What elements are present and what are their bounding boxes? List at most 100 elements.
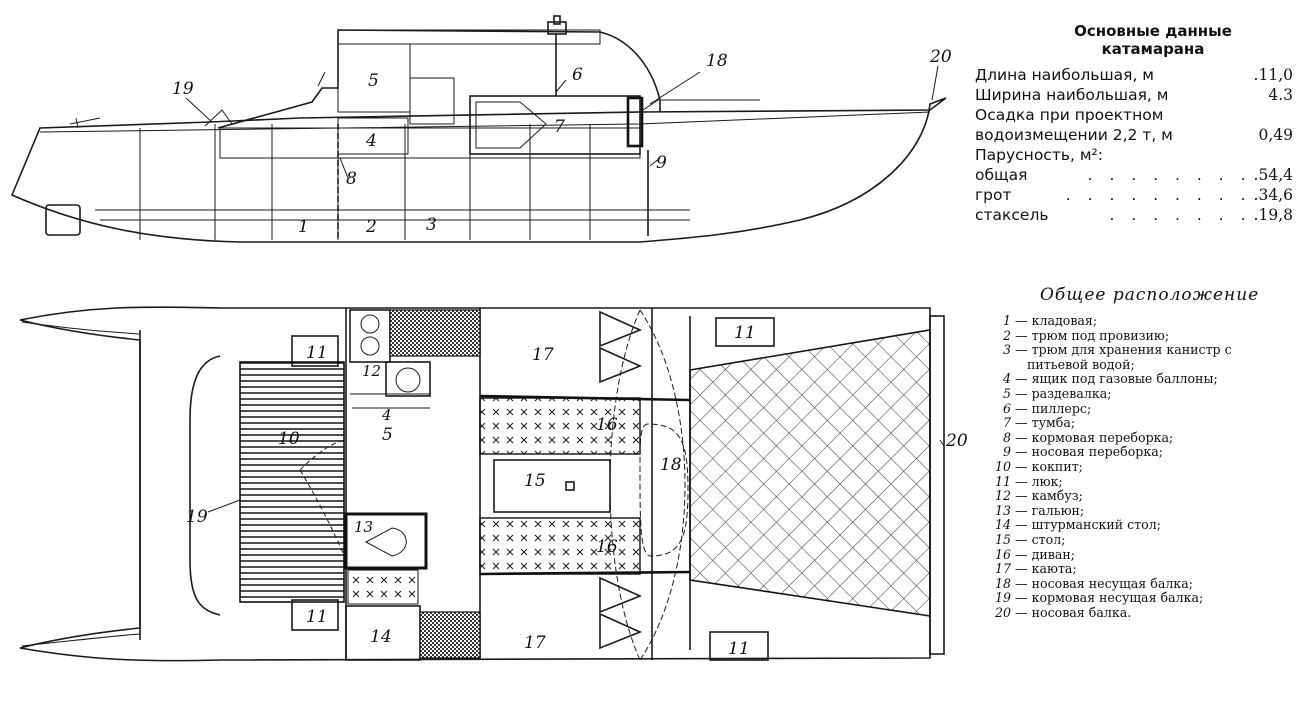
legend-item-number: 15	[994, 531, 1011, 547]
spec-sail-label: Парусность, м²:	[975, 146, 1103, 164]
plan-callout-11d: 11	[728, 639, 750, 659]
plan-callout-18: 18	[660, 455, 682, 475]
legend-item-number: 2	[1002, 327, 1011, 343]
legend-item-number: 19	[994, 590, 1011, 606]
plan-trampoline	[689, 329, 931, 617]
plan-hull-outline	[19, 306, 931, 662]
legend-item-number: 12	[994, 488, 1011, 504]
legend-item-number: 5	[1002, 385, 1011, 401]
legend-item-number: 13	[994, 502, 1011, 518]
spec-draft: водоизмещении 2,2 т, м 0,49	[975, 125, 1293, 145]
legend-item-number: 4	[1002, 371, 1011, 387]
legend-item: 13 — гальюн;	[994, 502, 1295, 519]
spec-draft-value: 0,49	[1258, 126, 1293, 144]
side-cabin-top-frame	[337, 29, 601, 45]
legend-item-text: — штурманский стол;	[1011, 517, 1162, 533]
legend-item-text: — люк;	[1011, 473, 1063, 489]
specs-title: Основные данные катамарана	[1013, 22, 1293, 58]
legend-item-number: 20	[994, 604, 1011, 620]
side-stern-rail	[69, 117, 101, 129]
spec-width: Ширина наибольшая, м 4.3	[975, 85, 1293, 105]
plan-toilet	[364, 527, 407, 557]
plan-galley-sink	[385, 361, 431, 397]
spec-jib-value: .19,8	[1253, 206, 1293, 224]
side-hull-outline	[10, 97, 947, 243]
plan-cockpit-10	[239, 361, 345, 603]
plan-hatch-11-fwd-bottom	[709, 631, 769, 661]
plan-callout-11b: 11	[306, 607, 328, 627]
legend-item-text: — ящик под газовые баллоны;	[1011, 371, 1218, 387]
legend-item-number: 6	[1002, 400, 1011, 416]
plan-port-hull-line	[21, 321, 141, 647]
plan-hatch-11-aft-top	[291, 335, 339, 367]
legend-item-text: — кокпит;	[1011, 458, 1083, 474]
plan-callout-14: 14	[370, 627, 392, 647]
spec-sail-jib: стаксель . . . . . . . .19,8	[975, 206, 1293, 224]
legend-item-text: — трюм под провизию;	[1011, 327, 1170, 343]
legend-item: 5 — раздевалка;	[995, 385, 1295, 402]
side-callout-7: 7	[554, 117, 565, 137]
plan-hatch-11-aft-bottom	[291, 599, 339, 631]
plan-callout-12: 12	[362, 362, 381, 380]
side-callout-2: 2	[365, 217, 377, 237]
plan-callout-10: 10	[278, 429, 300, 449]
side-callout-8: 8	[346, 169, 357, 189]
legend-item: 9 — носовая переборка;	[995, 445, 1295, 460]
legend-item-text: — диван;	[1011, 546, 1075, 562]
spec-main-value: .34,6	[1253, 186, 1293, 204]
plan-table-mast	[565, 481, 575, 491]
plan-callout-16a: 16	[596, 415, 618, 435]
plan-beam-18	[639, 423, 689, 557]
legend-item-number: 9	[1002, 444, 1011, 460]
plan-table-15	[493, 459, 611, 513]
legend-item-text: — камбуз;	[1011, 488, 1083, 504]
legend-item: 12 — камбуз;	[994, 488, 1295, 504]
side-mast-cap	[553, 15, 561, 25]
side-bow-rail	[639, 99, 760, 113]
plan-sink-basin	[395, 367, 421, 393]
spec-draft-label-2: водоизмещении 2,2 т, м	[975, 126, 1173, 144]
plan-cabin-outline	[345, 308, 691, 660]
plan-callout-17b: 17	[524, 633, 546, 653]
plan-callout-17a: 17	[532, 345, 554, 365]
plan-settee-16-top	[479, 397, 641, 455]
side-callout-19: 19	[172, 79, 194, 99]
plan-gas-box-4	[350, 393, 430, 409]
specs-title-line2: катамарана	[1101, 40, 1205, 58]
spec-total-value: .54,4	[1253, 166, 1293, 184]
legend-item-text: — гальюн;	[1011, 502, 1085, 518]
legend-item-number: 1	[1002, 313, 1011, 328]
plan-leader-lines	[207, 439, 945, 513]
legend-item-number: 17	[994, 561, 1011, 577]
plan-callout-15: 15	[524, 471, 546, 491]
legend-item: 1 — кладовая;	[995, 313, 1295, 329]
plan-front-beam-20	[929, 315, 945, 655]
legend-item-text: — носовая несущая балка;	[1011, 575, 1193, 591]
specs-title-line1: Основные данные	[1074, 22, 1232, 40]
spec-sail-total: общая . . . . . . . . .54,4	[975, 166, 1293, 184]
side-table-leg	[475, 101, 547, 149]
legend-item-text: — носовая балка.	[1011, 604, 1132, 620]
plan-nav-counter	[419, 611, 481, 659]
plan-callout-13: 13	[354, 518, 373, 536]
legend-list: 1 — кладовая;2 — трюм под провизию;3 — т…	[994, 313, 1295, 620]
plan-callout-5: 5	[382, 425, 393, 445]
legend-item: 3 — трюм для хранения канистр с питьевой…	[995, 342, 1295, 372]
legend-item-number: 18	[994, 575, 1011, 591]
legend-item-text: — тумба;	[1011, 415, 1076, 431]
plan-galley-stove	[349, 309, 391, 363]
legend-item-number: 14	[994, 517, 1011, 533]
plan-callout-16b: 16	[596, 537, 618, 557]
specs-panel: Основные данные катамарана Длина наиболь…	[975, 22, 1293, 225]
legend-item-text: — раздевалка;	[1011, 385, 1112, 401]
side-callout-4: 4	[365, 131, 377, 151]
spec-width-value: 4.3	[1268, 86, 1293, 104]
side-callout-6: 6	[572, 65, 583, 85]
plan-view: 11 11 11 11 4 5 12 10 19 13 14 15 16 16 …	[19, 306, 968, 662]
side-callout-9: 9	[656, 153, 667, 173]
spec-main-label: грот	[975, 186, 1012, 204]
side-callout-3: 3	[426, 215, 437, 235]
legend-item-number: 7	[1002, 415, 1011, 431]
side-callout-5: 5	[368, 71, 379, 91]
plan-head-13	[344, 512, 428, 570]
